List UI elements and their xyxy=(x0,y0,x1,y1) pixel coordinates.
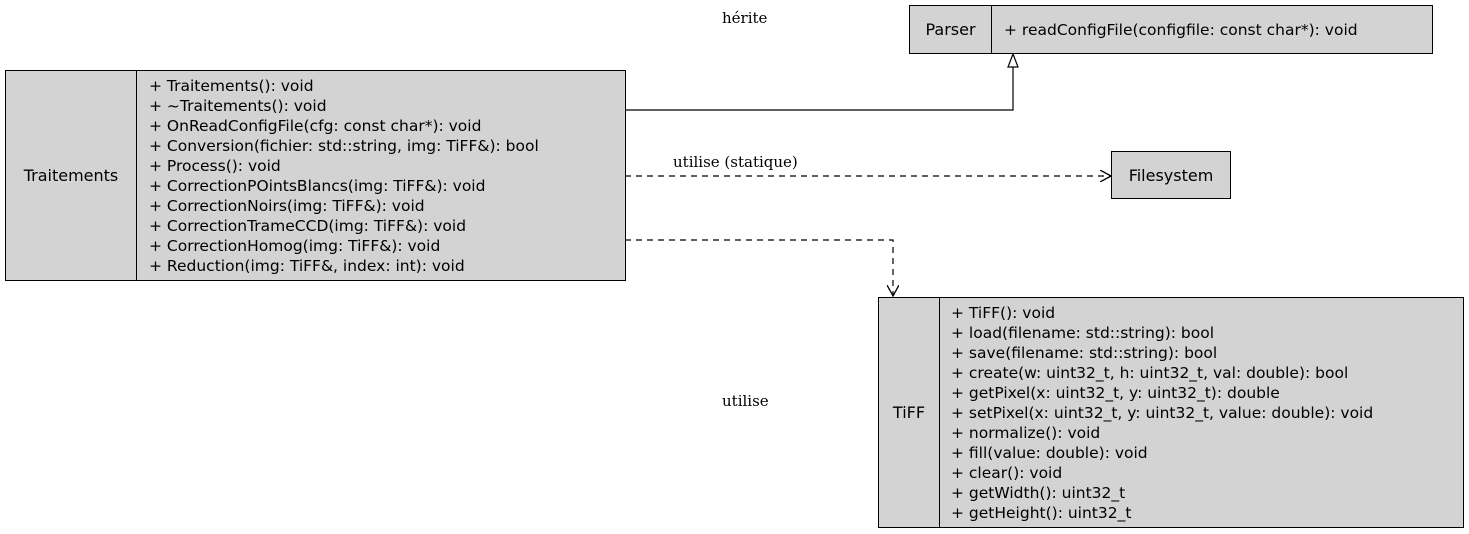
member: + CorrectionNoirs(img: TiFF&): void xyxy=(149,196,425,215)
class-name-parser: Parser xyxy=(910,6,992,53)
member: + ~Traitements(): void xyxy=(149,96,327,115)
class-traitements[interactable]: Traitements + Traitements(): void + ~Tra… xyxy=(5,70,626,281)
class-members-traitements: + Traitements(): void + ~Traitements(): … xyxy=(137,71,549,280)
member: + CorrectionHomog(img: TiFF&): void xyxy=(149,236,441,255)
member: + OnReadConfigFile(cfg: const char*): vo… xyxy=(149,116,482,135)
member: + getWidth(): uint32_t xyxy=(951,483,1126,502)
member: + CorrectionPOintsBlancs(img: TiFF&): vo… xyxy=(149,176,486,195)
member: + CorrectionTrameCCD(img: TiFF&): void xyxy=(149,216,467,235)
member: + setPixel(x: uint32_t, y: uint32_t, val… xyxy=(951,403,1374,422)
inheritance-edge xyxy=(625,66,1014,111)
uses-label: utilise xyxy=(722,392,769,410)
inheritance-arrowhead xyxy=(1007,52,1019,68)
member: + clear(): void xyxy=(951,463,1063,482)
inherits-label: hérite xyxy=(722,9,768,27)
dependency-edge-tiff xyxy=(625,239,893,296)
class-name-traitements: Traitements xyxy=(6,71,137,280)
member: + create(w: uint32_t, h: uint32_t, val: … xyxy=(951,363,1349,382)
class-members-parser: + readConfigFile(configfile: const char*… xyxy=(992,6,1368,53)
member: + getPixel(x: uint32_t, y: uint32_t): do… xyxy=(951,383,1280,402)
member: + getHeight(): uint32_t xyxy=(951,503,1132,522)
member: + TiFF(): void xyxy=(951,303,1056,322)
member: + fill(value: double): void xyxy=(951,443,1148,462)
member: + Reduction(img: TiFF&, index: int): voi… xyxy=(149,256,465,275)
member: + readConfigFile(configfile: const char*… xyxy=(1004,20,1358,39)
member: + Traitements(): void xyxy=(149,76,314,95)
member: + save(filename: std::string): bool xyxy=(951,343,1218,362)
class-filesystem[interactable]: Filesystem xyxy=(1111,151,1231,199)
class-parser[interactable]: Parser + readConfigFile(configfile: cons… xyxy=(909,5,1433,54)
class-name-filesystem: Filesystem xyxy=(1128,165,1214,185)
member: + load(filename: std::string): bool xyxy=(951,323,1215,342)
class-name-tiff: TiFF xyxy=(879,298,940,527)
member: + Process(): void xyxy=(149,156,281,175)
class-tiff[interactable]: TiFF + TiFF(): void + load(filename: std… xyxy=(878,297,1464,528)
uses-static-label: utilise (statique) xyxy=(673,153,798,171)
member: + Conversion(fichier: std::string, img: … xyxy=(149,136,539,155)
class-members-tiff: + TiFF(): void + load(filename: std::str… xyxy=(940,298,1383,527)
member: + normalize(): void xyxy=(951,423,1101,442)
